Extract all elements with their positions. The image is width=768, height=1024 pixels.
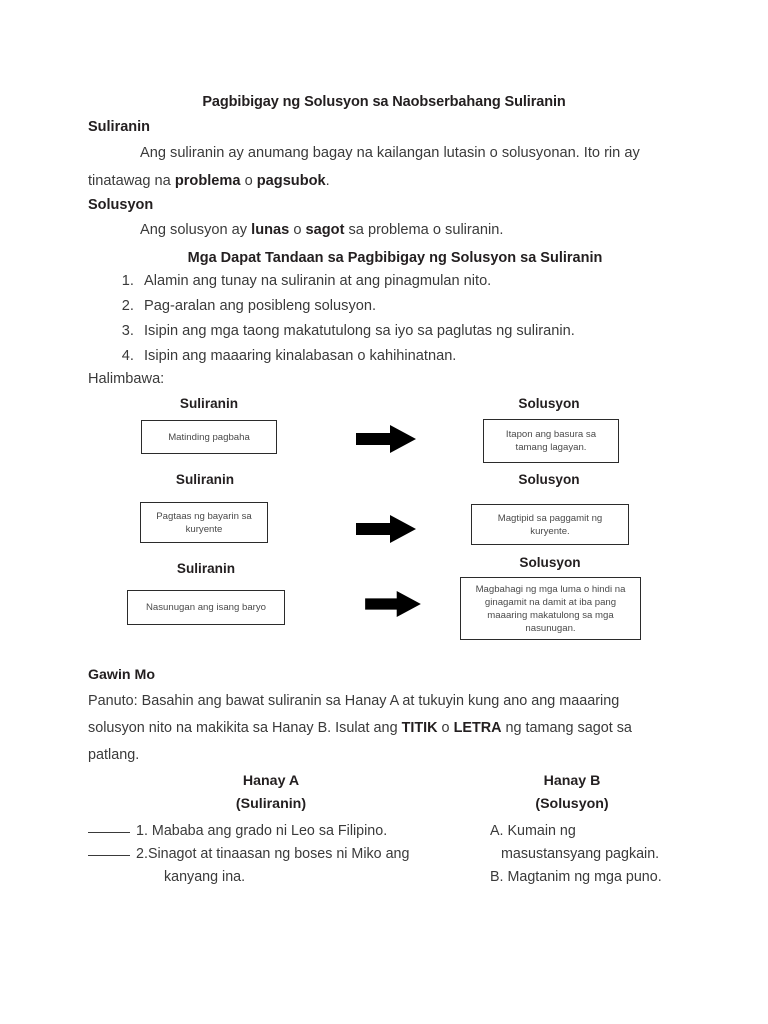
example-row3-solution-box: Magbahagi ng mga luma o hindi na ginagam… — [460, 577, 641, 640]
solusyon-text-mid: o — [289, 222, 306, 238]
hanay-b-subtitle: (Solusyon) — [535, 796, 609, 812]
suliranin-bold-problema: problema — [174, 173, 241, 189]
right-arrow-icon — [365, 591, 421, 617]
hanay-b-title: Hanay B — [543, 773, 601, 789]
example-row1-problem-box: Matinding pagbaha — [141, 420, 277, 454]
hanay-a-subtitle: (Suliranin) — [235, 796, 307, 812]
hanay-a-title: Hanay A — [242, 773, 300, 789]
section-heading-solusyon: Solusyon — [88, 197, 154, 213]
example-row3-problem-box: Nasunugan ang isang baryo — [127, 590, 285, 625]
solusyon-text-1: Ang solusyon ay — [140, 222, 252, 238]
suliranin-text-end: . — [325, 173, 330, 189]
solusyon-text-end: sa problema o suliranin. — [344, 222, 504, 238]
suliranin-text-mid: o — [240, 173, 257, 189]
example-row1-solution-heading: Solusyon — [518, 396, 580, 411]
item-number: 1. — [136, 823, 148, 839]
suliranin-text-1: Ang suliranin ay anumang bagay na kailan… — [88, 145, 640, 189]
item-text: Sinagot at tinaasan ng boses ni Miko ang — [147, 846, 410, 862]
rule-item: Pag-aralan ang posibleng solusyon. — [138, 295, 575, 319]
rule-item: Alamin ang tunay na suliranin at ang pin… — [138, 270, 575, 294]
example-row1-solution-box: Itapon ang basura sa tamang lagayan. — [483, 419, 619, 463]
page-title: Pagbibigay ng Solusyon sa Naobserbahang … — [202, 94, 566, 110]
hanay-a-item-2-continued: kanyang ina. — [164, 869, 246, 885]
rule-item: Isipin ang maaaring kinalabasan o kahihi… — [138, 345, 575, 369]
hanay-a-item-2: 2.Sinagot at tinaasan ng boses ni Miko a… — [88, 841, 409, 868]
hanay-a-item-1: 1. Mababa ang grado ni Leo sa Filipino. — [88, 818, 387, 845]
solusyon-bold-lunas: lunas — [251, 222, 290, 238]
hanay-b-item-a-line2: masustansyang pagkain. — [501, 846, 660, 862]
activity-instruction: Panuto: Basahin ang bawat suliranin sa H… — [88, 688, 668, 769]
instruction-text-mid: o — [437, 720, 454, 736]
instruction-text-2: ng tamang sagot sa patlang. — [88, 720, 632, 763]
example-row3-solution-heading: Solusyon — [519, 555, 581, 570]
subheading-mga-dapat-tandaan: Mga Dapat Tandaan sa Pagbibigay ng Solus… — [187, 250, 603, 266]
item-number: 2. — [136, 846, 148, 862]
halimbawa-label: Halimbawa: — [88, 371, 165, 387]
paragraph-solusyon: Ang solusyon ay lunas o sagot sa problem… — [88, 216, 658, 244]
example-row1-problem-heading: Suliranin — [179, 396, 239, 411]
rule-item: Isipin ang mga taong makatutulong sa iyo… — [138, 320, 575, 344]
right-arrow-icon — [356, 425, 416, 453]
solusyon-bold-sagot: sagot — [305, 222, 345, 238]
example-row2-solution-heading: Solusyon — [518, 472, 580, 487]
rules-list: Alamin ang tunay na suliranin at ang pin… — [112, 270, 575, 370]
example-row2-solution-box: Magtipid sa paggamit ng kuryente. — [471, 504, 629, 545]
activity-heading: Gawin Mo — [88, 667, 155, 683]
item-text: Mababa ang grado ni Leo sa Filipino. — [147, 823, 388, 839]
paragraph-suliranin: Ang suliranin ay anumang bagay na kailan… — [88, 139, 658, 195]
example-row3-problem-heading: Suliranin — [176, 561, 236, 576]
example-row2-problem-box: Pagtaas ng bayarin sa kuryente — [140, 502, 268, 543]
example-row2-problem-heading: Suliranin — [175, 472, 235, 487]
hanay-b-item-b: B. Magtanim ng mga puno. — [490, 869, 662, 885]
instruction-bold-titik: TITIK — [401, 720, 438, 736]
answer-blank[interactable] — [88, 855, 130, 856]
suliranin-bold-pagsubok: pagsubok — [256, 173, 326, 189]
right-arrow-icon — [356, 515, 416, 543]
section-heading-suliranin: Suliranin — [88, 119, 151, 135]
instruction-text-1: Panuto: Basahin ang bawat suliranin sa H… — [88, 693, 620, 736]
hanay-b-item-a-line1: A. Kumain ng — [490, 823, 576, 839]
answer-blank[interactable] — [88, 832, 130, 833]
instruction-bold-letra: LETRA — [453, 720, 502, 736]
